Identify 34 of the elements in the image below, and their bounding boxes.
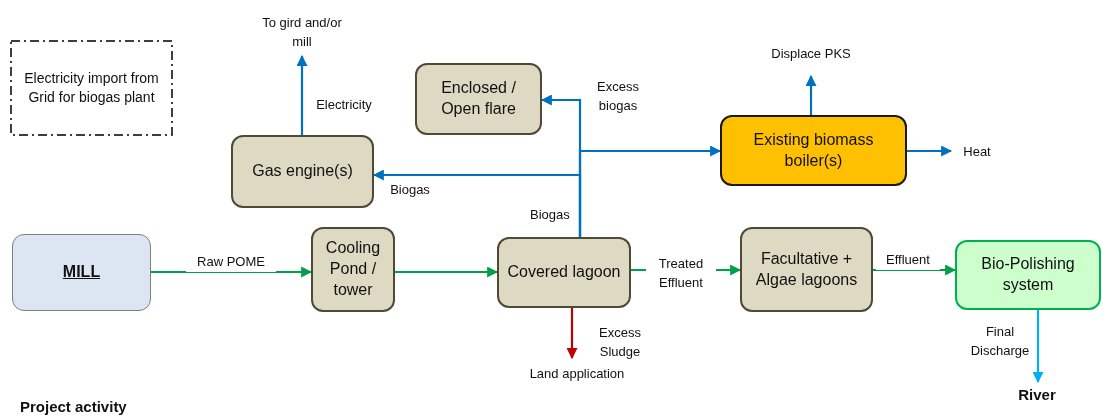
- box-label: Facultative + Algae lagoons: [754, 248, 859, 290]
- process-box: [740, 227, 873, 312]
- box-label: Bio-Polishing system: [980, 254, 1076, 295]
- box-label: MILL: [62, 262, 101, 283]
- note-text: Electricity import from Grid for biogas plant: [23, 69, 160, 107]
- box-label: Cooling Pond / tower: [324, 238, 382, 300]
- process-box: [231, 135, 374, 208]
- output-label: River: [1018, 385, 1056, 406]
- output-label: Displace PKS: [771, 45, 851, 64]
- arrow: [566, 308, 578, 360]
- arrow: [873, 264, 957, 276]
- process-box: [497, 237, 631, 308]
- process-box: [720, 115, 907, 186]
- output-label: To gird and/or mill: [261, 14, 343, 51]
- arrow: [151, 266, 313, 278]
- box-label: Enclosed / Open flare: [440, 78, 517, 119]
- arrow: [907, 145, 953, 157]
- note-box: [10, 40, 173, 136]
- arrow: [296, 54, 308, 135]
- box-label: Existing biomass boiler(s): [752, 129, 875, 171]
- flow-label: Biogas: [530, 207, 570, 222]
- output-label: Land application: [529, 364, 625, 383]
- output-label: Heat: [963, 142, 991, 161]
- process-box: [311, 227, 395, 312]
- arrow: [395, 266, 499, 278]
- caption-text: Project activity: [20, 398, 127, 415]
- process-box: [955, 240, 1101, 310]
- arrow: [578, 145, 722, 237]
- arrow: [1032, 310, 1044, 384]
- box-label: Gas engine(s): [252, 161, 353, 182]
- process-box: [415, 63, 542, 135]
- process-box: [12, 234, 151, 311]
- arrow: [805, 74, 817, 115]
- box-label: Covered lagoon: [507, 262, 621, 283]
